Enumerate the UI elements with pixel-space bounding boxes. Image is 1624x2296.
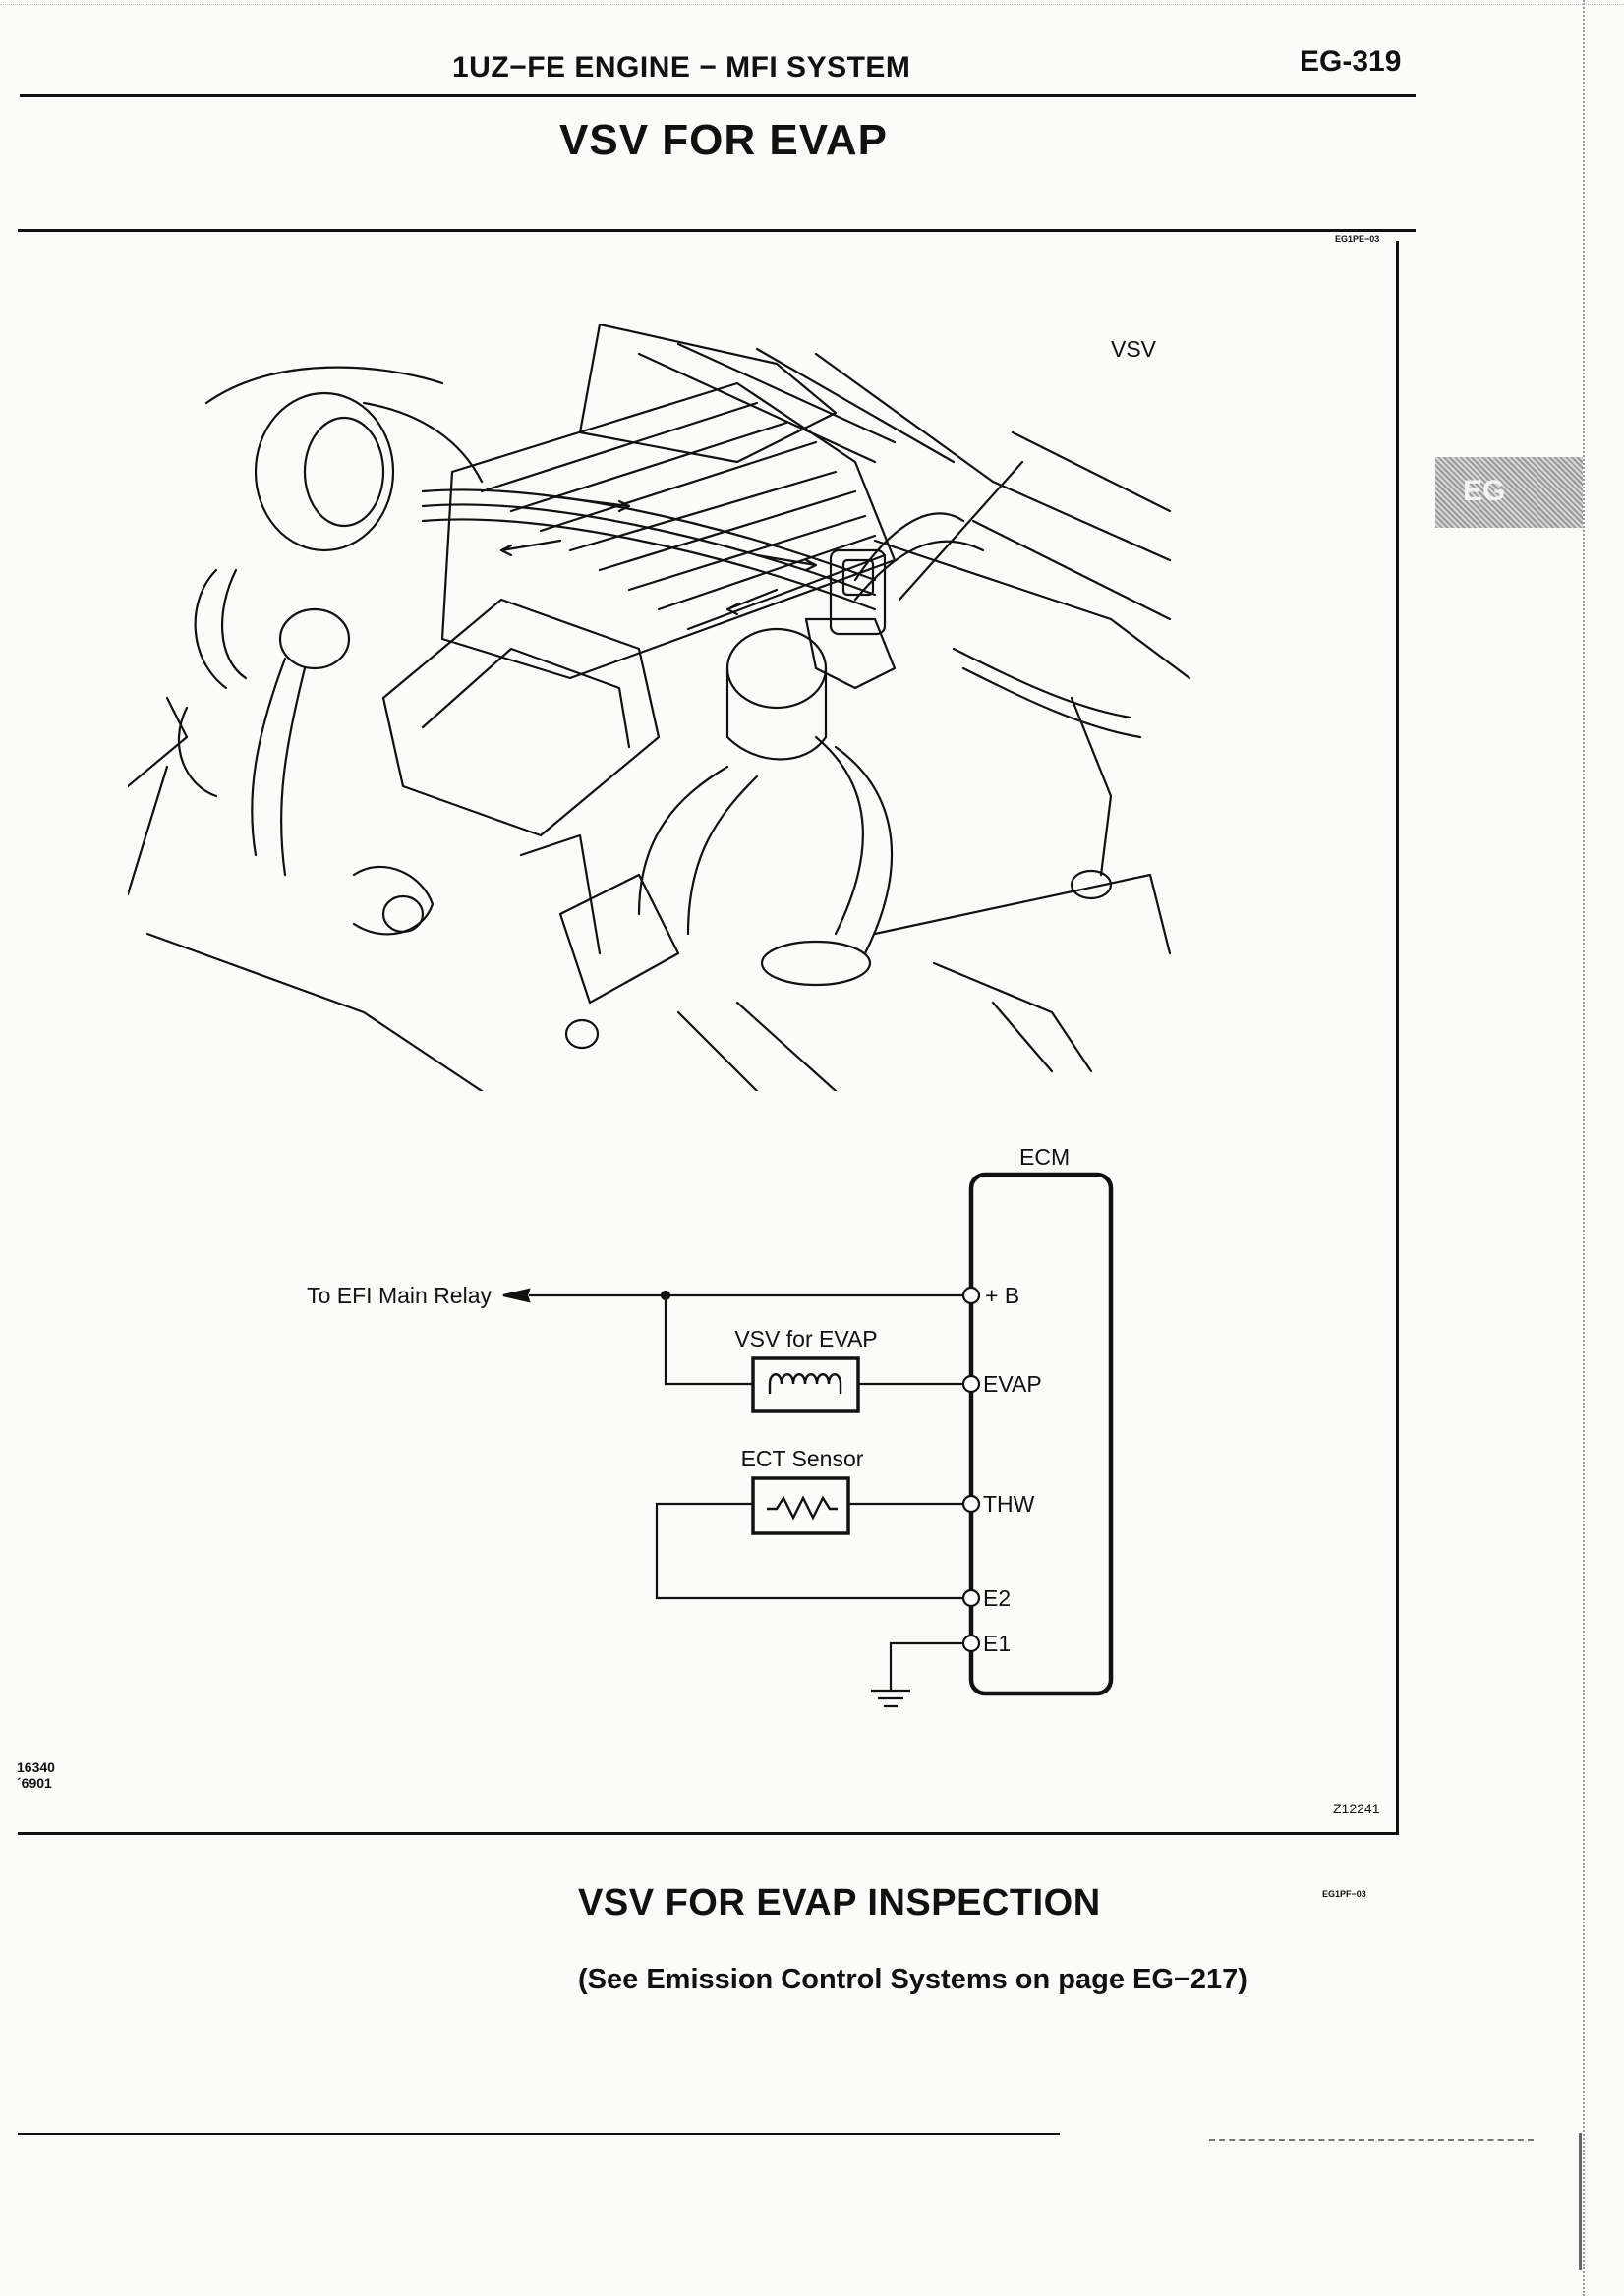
figure-id: Z12241 bbox=[1333, 1801, 1380, 1816]
ecm-label: ECM bbox=[1019, 1144, 1070, 1170]
ground-symbol bbox=[871, 1689, 910, 1708]
footer-rule-left bbox=[18, 2133, 1060, 2135]
inspection-title: VSV FOR EVAP INSPECTION bbox=[578, 1882, 1101, 1923]
relay-label: To EFI Main Relay bbox=[307, 1283, 492, 1308]
engine-illustration bbox=[128, 324, 1191, 1091]
figure-ref-code: EG1PE−03 bbox=[1335, 234, 1380, 244]
ect-sensor-label: ECT Sensor bbox=[741, 1446, 864, 1471]
section-tab: EG bbox=[1435, 457, 1583, 528]
ect-box bbox=[751, 1476, 850, 1535]
page-edge-bottom-right bbox=[1579, 2133, 1582, 2270]
vsv-wire bbox=[664, 1295, 971, 1386]
section-tab-label: EG bbox=[1463, 475, 1506, 507]
header-rule bbox=[20, 94, 1416, 97]
header-page-number: EG-319 bbox=[1300, 45, 1402, 78]
figure-right-rule bbox=[1396, 241, 1399, 1833]
terminal-e1 bbox=[961, 1634, 981, 1653]
left-code-1: 16340 bbox=[17, 1759, 55, 1775]
left-code-2: ´6901 bbox=[17, 1775, 52, 1791]
vsv-callout-label: VSV bbox=[1111, 336, 1157, 362]
figure-top-rule bbox=[18, 229, 1416, 232]
ecm-box bbox=[968, 1172, 1114, 1696]
figure-bottom-rule bbox=[18, 1832, 1399, 1835]
left-margin-codes: 16340 ´6901 bbox=[17, 1759, 55, 1791]
inspection-ref-code: EG1PF−03 bbox=[1322, 1889, 1366, 1899]
terminal-thw bbox=[961, 1494, 981, 1514]
footer-rule-right bbox=[1209, 2139, 1534, 2141]
inspection-note: (See Emission Control Systems on page EG… bbox=[578, 1964, 1247, 1995]
terminal-label-e2: E2 bbox=[983, 1585, 1011, 1611]
terminal-e2 bbox=[961, 1588, 981, 1608]
terminal-b bbox=[961, 1286, 981, 1305]
relay-arrow bbox=[502, 1288, 531, 1303]
ect-wire bbox=[655, 1502, 971, 1600]
page-title: VSV FOR EVAP bbox=[559, 116, 888, 164]
vsv-box bbox=[751, 1356, 860, 1413]
header-section-title: 1UZ−FE ENGINE − MFI SYSTEM bbox=[452, 51, 911, 84]
wiring-schematic: ECM To EFI Main Relay VSV for EVAP ECT S… bbox=[307, 1144, 1114, 1708]
page-edge-right bbox=[1583, 0, 1585, 2296]
terminal-label-evap: EVAP bbox=[983, 1371, 1042, 1397]
terminal-label-b: + B bbox=[985, 1283, 1019, 1308]
vsv-evap-label: VSV for EVAP bbox=[734, 1326, 877, 1351]
vsv-coil bbox=[768, 1373, 842, 1394]
ground-wire bbox=[889, 1641, 971, 1691]
page-edge-top bbox=[0, 4, 1624, 5]
terminal-label-thw: THW bbox=[983, 1491, 1035, 1517]
ect-resistor bbox=[767, 1495, 838, 1521]
terminal-evap bbox=[961, 1374, 981, 1394]
terminal-label-e1: E1 bbox=[983, 1631, 1011, 1656]
